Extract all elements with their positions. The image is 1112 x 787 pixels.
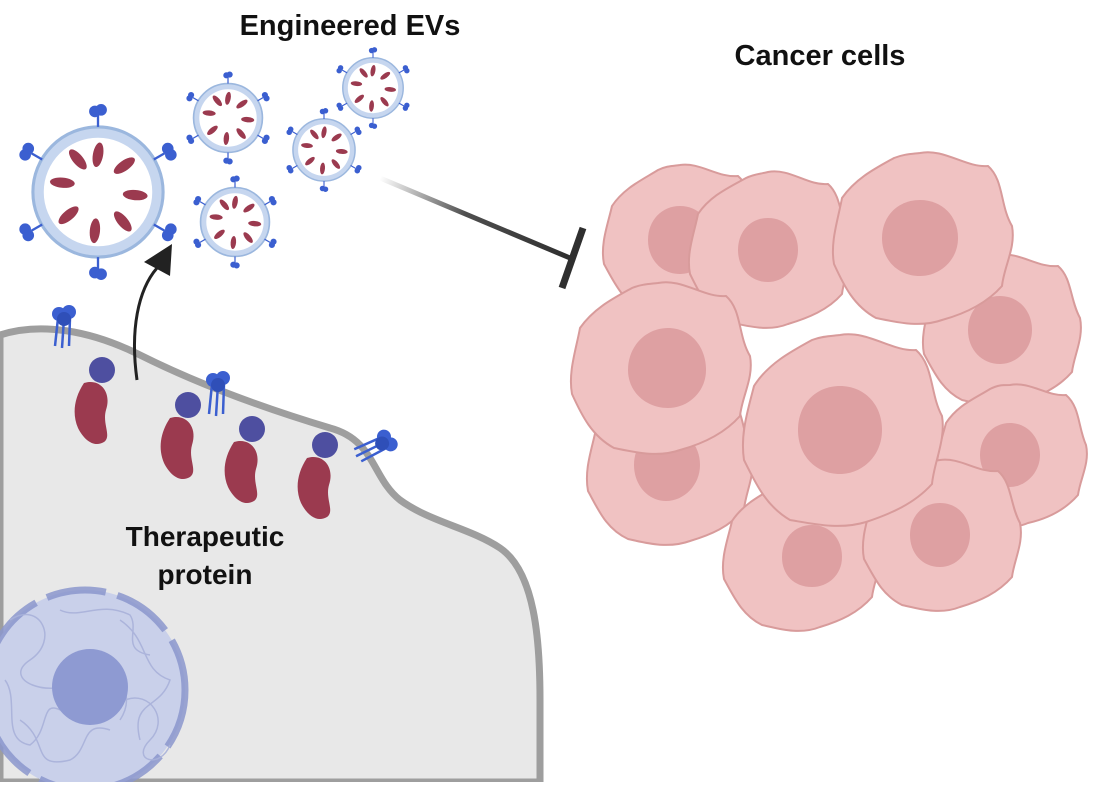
extracellular-vesicle [19, 104, 177, 280]
receptor [206, 371, 230, 417]
extracellular-vesicle [193, 175, 277, 269]
protein-anchor [89, 357, 115, 383]
membrane-receptors [52, 305, 398, 463]
therapeutic-proteins [74, 357, 338, 520]
receptor [353, 429, 398, 463]
therapeutic-protein [160, 392, 201, 480]
inhibition-line [379, 175, 587, 290]
secretion-arrow [133, 244, 172, 381]
protein-body [74, 381, 108, 445]
protein-anchor [312, 432, 338, 458]
inhibition-bar [558, 226, 587, 290]
receptor [52, 305, 76, 349]
cancer-cell [688, 170, 852, 329]
cancer-cell [741, 333, 944, 527]
nuclear-envelope [0, 586, 189, 787]
cancer-cell [831, 151, 1014, 325]
protein-body [160, 416, 194, 480]
cancer-cells-label: Cancer cells [734, 40, 906, 72]
protein-anchor [175, 392, 201, 418]
extracellular-vesicle [286, 108, 362, 192]
nucleolus [52, 649, 128, 725]
therapeutic-protein-label: Therapeutic protein [90, 518, 320, 594]
protein-anchor [239, 416, 265, 442]
cancer-cell [569, 281, 752, 455]
engineered-evs [19, 47, 410, 280]
protein-body [224, 440, 258, 504]
nucleus [0, 586, 189, 787]
donor-cell [0, 325, 544, 787]
engineered-evs-label: Engineered EVs [239, 10, 461, 42]
protein-body [297, 456, 331, 520]
therapeutic-protein-label-line1: Therapeutic [125, 521, 285, 552]
therapeutic-protein [224, 416, 265, 504]
extracellular-vesicle [336, 47, 410, 129]
therapeutic-protein-label-line2: protein [157, 559, 253, 590]
cancer-cell-cluster [569, 151, 1088, 632]
extracellular-vesicle [186, 71, 270, 165]
therapeutic-protein [74, 357, 115, 445]
therapeutic-protein [297, 432, 338, 520]
